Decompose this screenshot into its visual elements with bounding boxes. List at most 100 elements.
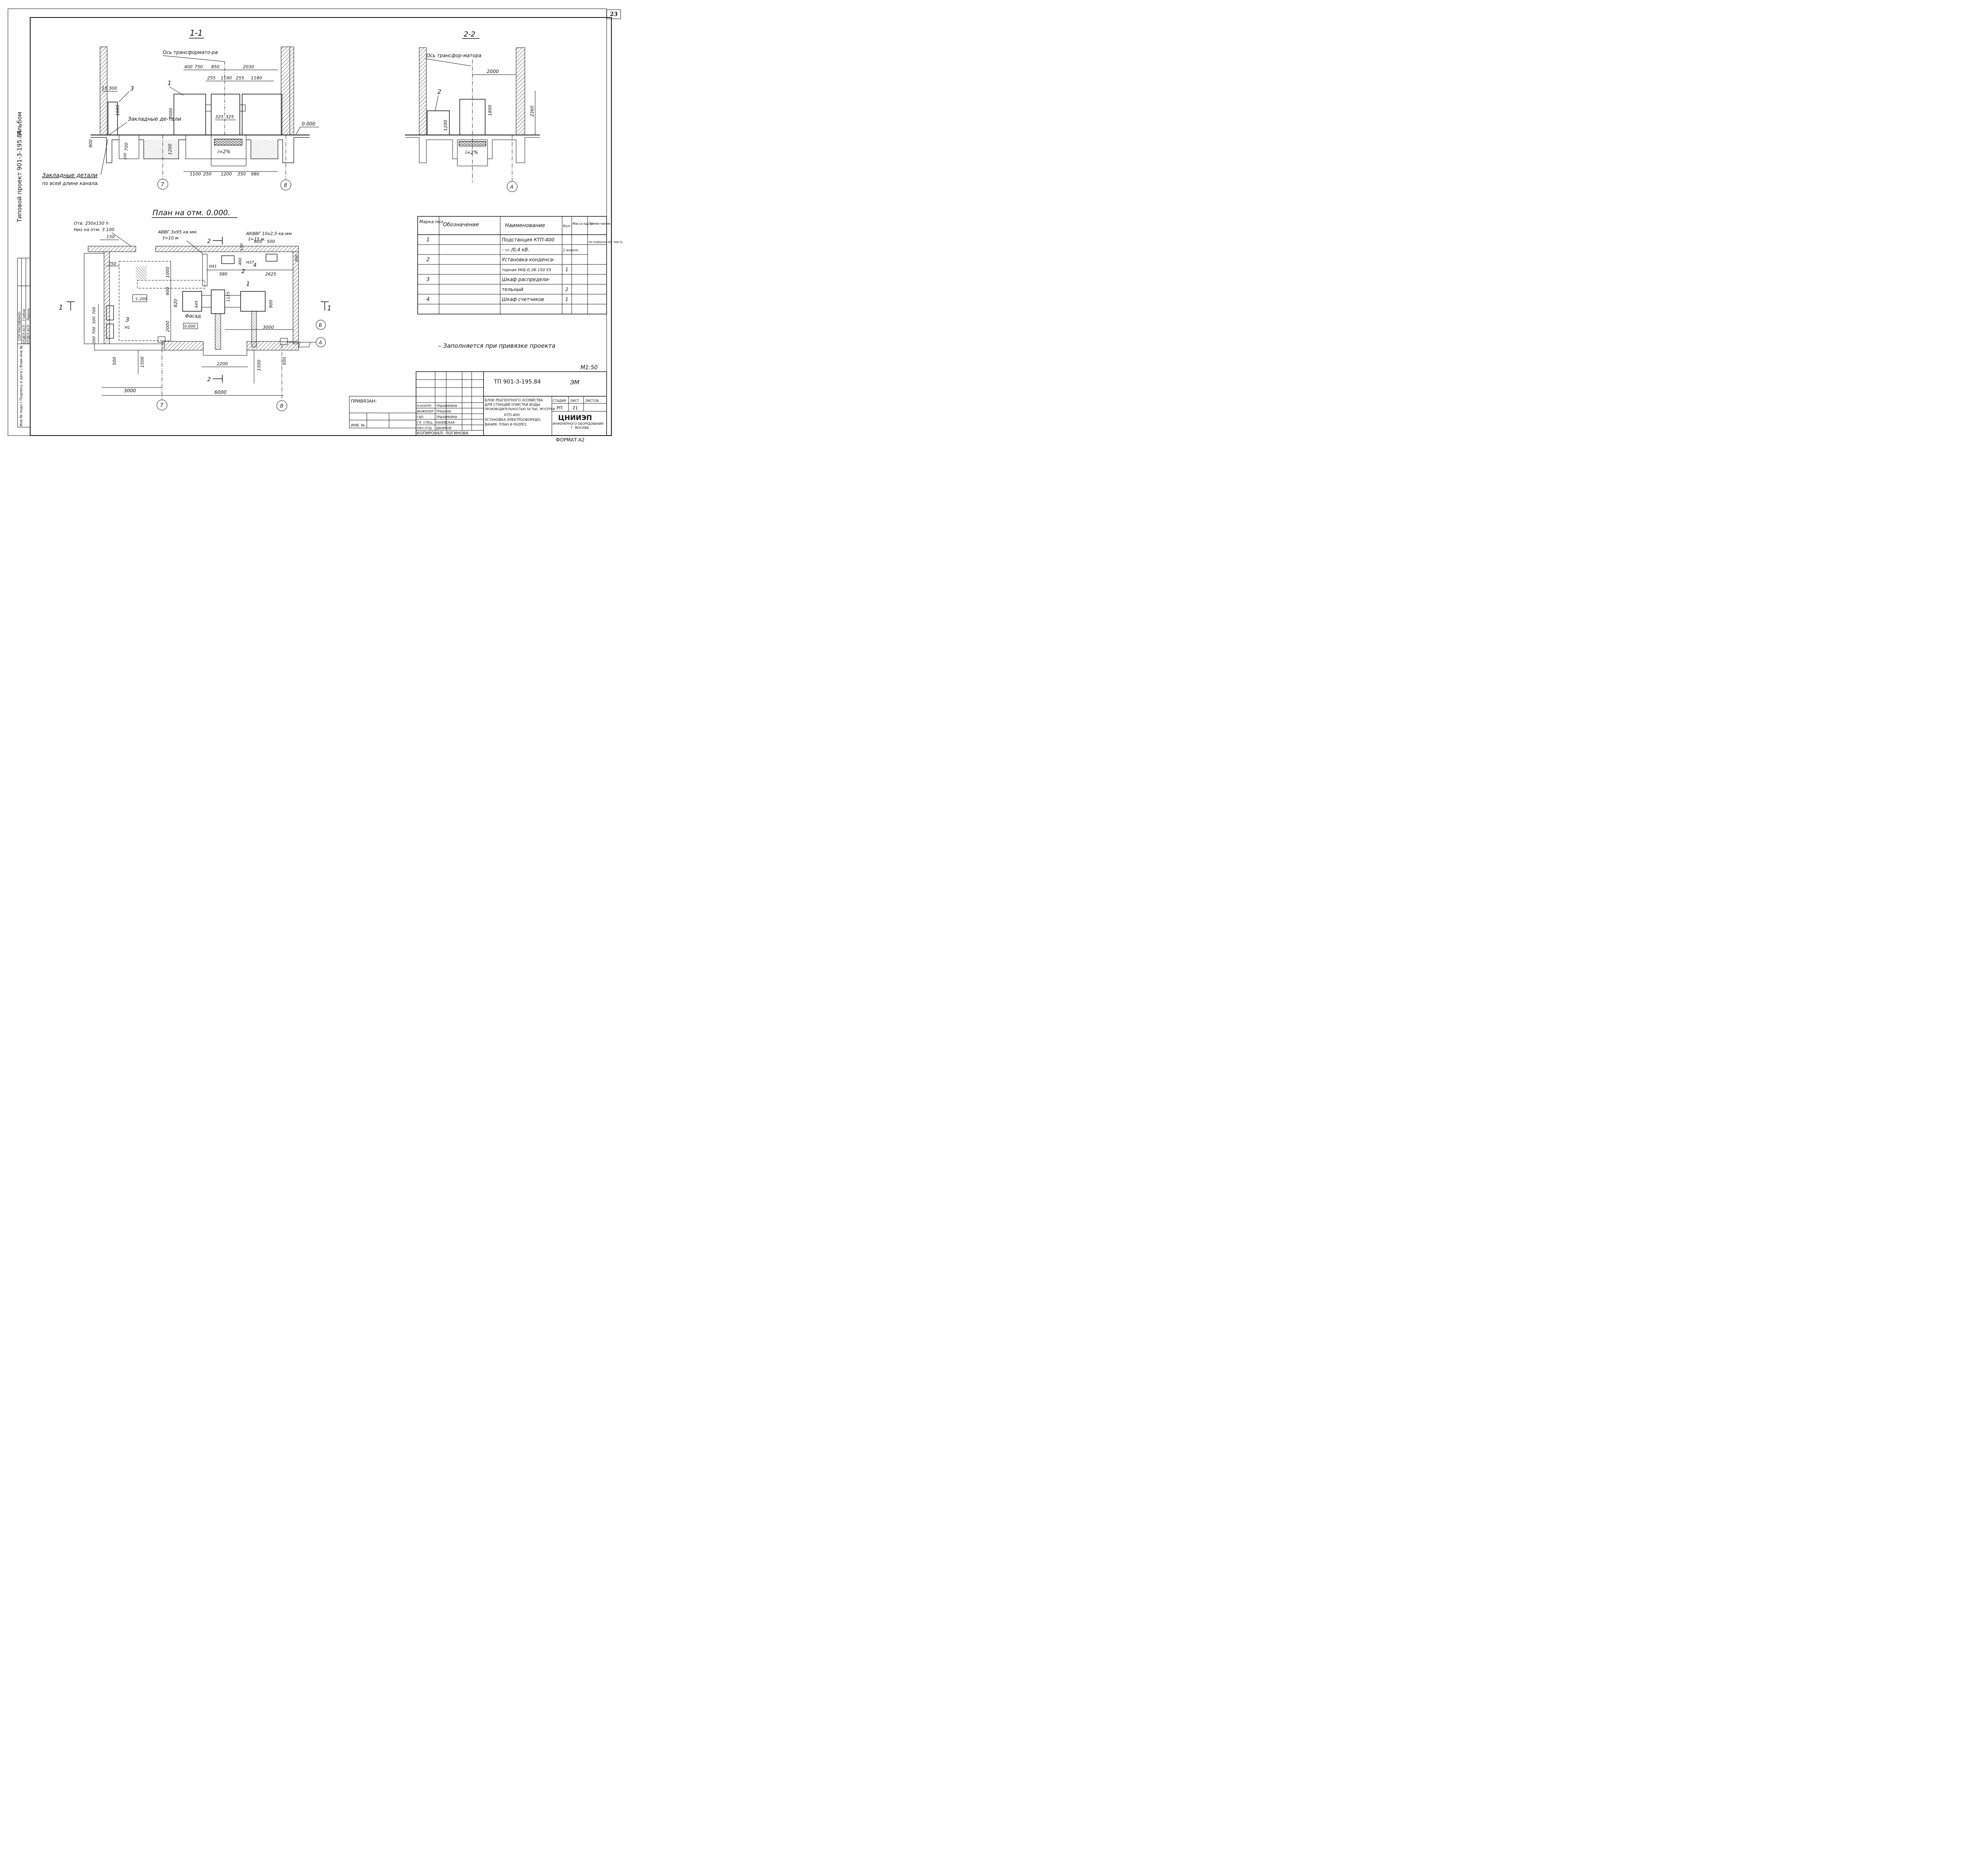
- section11-label-3: 3: [130, 85, 134, 92]
- plan-dim-5: 1000: [165, 267, 170, 278]
- section11-level: 0.000: [302, 121, 316, 127]
- stamp-mark: ЭМ: [570, 379, 579, 386]
- section11-dim-6: 255: [236, 75, 244, 81]
- spec-row: 3 Шкаф распредели-: [426, 277, 550, 283]
- stamp-copied: КОПИРОВАЛ: ЛОГИНОВА: [417, 431, 468, 436]
- inv-strip: Инв № подл | Подпись и дата | Взам инв №: [19, 345, 23, 426]
- plan-ktp: [240, 291, 266, 312]
- plan-axis-a: А: [318, 340, 322, 345]
- stamp-sheets-h: ЛИСТОВ: [585, 399, 599, 403]
- axis-a-marker: [507, 181, 518, 192]
- section11-inner-0: 325: [215, 114, 224, 120]
- wall-right: [281, 46, 294, 135]
- title-block: М1:50 ТП 901-3-195.84 ЭМ ПРИВЯЗАН: ИНВ. …: [349, 364, 607, 443]
- spec-header-qty: Кол.: [563, 224, 571, 228]
- section11-dim-0: 400: [184, 64, 193, 69]
- plan-dim-12: 1125: [226, 292, 231, 302]
- plan-dim-14: 2000: [165, 321, 170, 332]
- sheet-number: 23: [610, 11, 618, 17]
- plan-dim-22: 2200: [217, 361, 228, 366]
- spec-header-mark: Марка поз.: [419, 219, 444, 224]
- section11-dim-7: 1180: [251, 75, 262, 81]
- section11-bdim-1: 250: [203, 172, 212, 177]
- plan-dim-4: 750: [108, 261, 116, 266]
- section22-dim-0: 2000: [487, 69, 499, 74]
- plan-view: План на отм. 0.000. -1.200 Отв.: [59, 208, 331, 411]
- plan-title: План на отм. 0.000.: [152, 208, 230, 217]
- stamp-org: ЦНИИЭП: [558, 414, 592, 422]
- plan-dim-27: 360: [295, 255, 299, 262]
- mesh-grid: [136, 266, 147, 280]
- section11-slope: i=2%: [218, 149, 230, 154]
- stamp-role-1: ИНЖЕНЕР: [417, 410, 434, 413]
- spec-row-4-name: Шкаф распредели-: [502, 277, 550, 282]
- section22-dim-1: 1200: [443, 120, 448, 131]
- spec-row-6-qty: 1: [565, 297, 569, 302]
- plan-dim-11: 445: [195, 301, 199, 308]
- plan-tag-h37: Н37: [246, 260, 254, 265]
- section11-dim-9: 300: [109, 86, 117, 91]
- plan-cable2-len: ℓ=15 м.: [248, 237, 266, 242]
- stamp-name-1: ТРУШИНА: [436, 410, 451, 413]
- spec-row-2-name: Установка конденса-: [502, 257, 555, 262]
- plan-dim-25: 3000: [124, 388, 136, 393]
- stamp-city: Г. МОСКВА: [571, 426, 589, 430]
- plan-opening: Отв. 250х150 h: [74, 221, 109, 226]
- approval-dept-0: ОТДЕЛ АСП: [22, 325, 26, 344]
- plan-dim-23: 1500: [256, 360, 262, 371]
- section11-axis-note: Ось трансформато-ра: [163, 50, 218, 55]
- plan-dim-7: 580: [219, 272, 227, 277]
- spec-header-designation: Обозначение: [443, 222, 479, 228]
- ktp-lv-unit: [242, 94, 282, 135]
- stamp-bound: ПРИВЯЗАН:: [351, 399, 377, 404]
- plan-dim-3: 100: [240, 243, 244, 251]
- plan-dim-26: 6000: [214, 389, 227, 395]
- plan-cable1: АВВГ 3х95 кв.мм.: [158, 229, 198, 235]
- plan-dim-10: 820: [173, 299, 178, 307]
- plan-cable1-len: ℓ=10 м: [162, 235, 179, 241]
- plan-dim-21: 1500: [140, 357, 145, 368]
- plan-cabinet-3a: [106, 305, 114, 320]
- section11-vdim-4: 900: [88, 139, 93, 148]
- stamp-name-3: КАНЕВСКАЯ: [436, 421, 455, 424]
- stamp-role-3: ГЛ. СПЕЦ.: [417, 421, 433, 424]
- section11-dim-2: 850: [211, 64, 220, 69]
- plan-meter-cabinet-4: [266, 254, 278, 262]
- along-channel-note: по всей длине канала.: [42, 181, 99, 186]
- spec-row-6-mark: 4: [426, 297, 430, 303]
- stamp-org-sub: ИНЖЕНЕРНОГО ОБОРУДОВАНИЯ: [553, 422, 603, 426]
- spec-row-6-name: Шкаф счетчиков: [502, 297, 544, 302]
- approval-dept-1: ОТДЕЛ АСП: [27, 325, 30, 344]
- section11-bdim-2: 1200: [221, 172, 232, 177]
- gravel-fill: [214, 139, 243, 146]
- axis-8-marker: [280, 179, 291, 191]
- stamp-name-4: ДАНИЛОВ: [436, 426, 451, 430]
- spec-row-1-name: - ▭ /0,4 кВ.: [502, 247, 530, 253]
- spec-row-3-name: торная УКБ-0,38-150 У3: [502, 268, 551, 272]
- plan-tag-h1: Н1: [125, 326, 130, 330]
- plan-dim-8: 2625: [265, 272, 276, 277]
- capacitor-unit-2: [427, 110, 450, 135]
- plan-dim-24: 500: [282, 357, 287, 365]
- plan-cut-1-left: 1: [59, 304, 63, 312]
- spec-row: - ▭ /0,4 кВ. 1 компл.: [502, 247, 579, 253]
- section22-dim-2: 1800: [488, 105, 493, 116]
- plan-capacitor-2: [221, 255, 235, 264]
- plan-dim-0: 150: [106, 234, 115, 239]
- section11-bdim-0: 1100: [190, 172, 201, 177]
- plan-label-4: 4: [253, 262, 256, 268]
- spec-row-5-qty: 2: [565, 287, 569, 292]
- spec-header-name: Наименование: [505, 223, 545, 229]
- drawing-canvas: 1-1 i=2% Ось трансформато-ра 400 7: [8, 8, 622, 443]
- plan-axis-7: 7: [160, 403, 164, 409]
- section11-inner-1: 325: [225, 114, 234, 120]
- approval-name-1: Левина: [27, 308, 30, 321]
- stamp-stage: РП: [557, 405, 563, 411]
- plan-label-3: 3: [125, 316, 129, 323]
- plan-cut-1-right: 1: [327, 305, 331, 312]
- plan-dim-18: 300: [92, 336, 96, 344]
- plan-axis-8: 8: [280, 403, 283, 409]
- section11-dim-1: 750: [195, 64, 203, 69]
- section11-vdim-3: 700: [124, 143, 129, 151]
- plan-dim-6: 460: [238, 258, 243, 265]
